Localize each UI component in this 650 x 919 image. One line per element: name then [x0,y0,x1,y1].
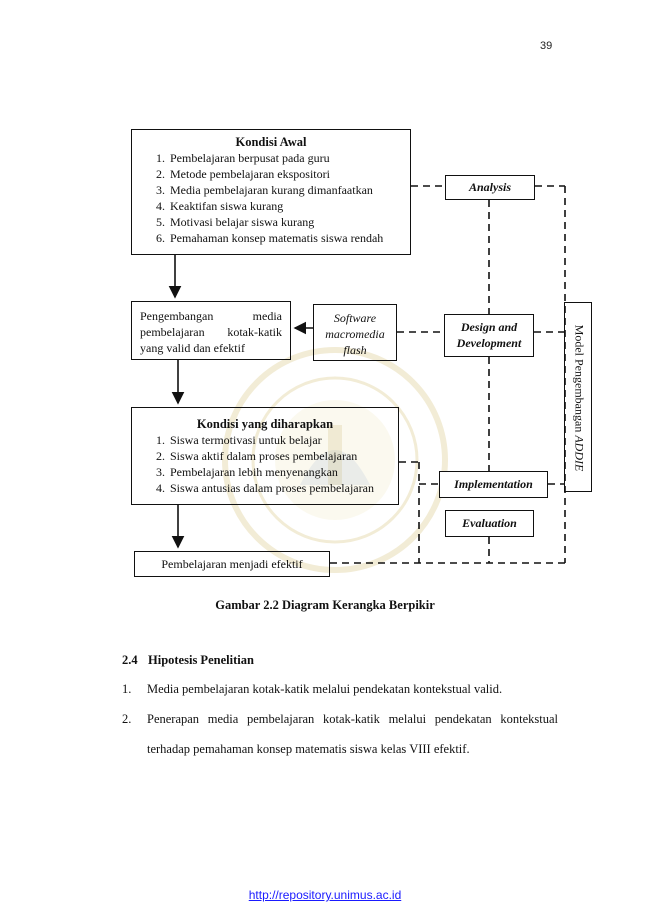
repository-link[interactable]: http://repository.unimus.ac.id [248,888,402,902]
item-text-continued: terhadap pemahaman konsep matematis sisw… [147,742,470,756]
software-line: macromedia [325,327,385,341]
software-line: Software [333,311,377,325]
model-label-emphasis: ADDIE [572,435,587,472]
phase-analysis: Analysis [445,175,535,200]
phase-implementation: Implementation [439,471,548,498]
pengembangan-box: Pengembangan media pembelajaran kotak-ka… [131,301,291,360]
kondisi-harapan-box: Kondisi yang diharapkan Siswa termotivas… [131,407,399,505]
section-number: 2.4 [122,653,138,667]
list-item: Pembelajaran berpusat pada guru [168,150,404,166]
page-number: 39 [540,40,553,52]
list-item: Siswa termotivasi untuk belajar [168,432,392,448]
section-title: Hipotesis Penelitian [148,653,254,667]
item-number: 1. [122,682,132,696]
list-item: Siswa antusias dalam proses pembelajaran [168,480,392,496]
software-box: Software macromedia flash [313,304,397,361]
figure-caption: Gambar 2.2 Diagram Kerangka Berpikir [215,598,435,612]
list-item: Siswa aktif dalam proses pembelajaran [168,448,392,464]
phase-design-development: Design and Development [444,314,534,357]
list-item: Motivasi belajar siswa kurang [168,214,404,230]
item-text: Penerapan media pembelajaran kotak-katik… [147,712,558,726]
model-addie-box: Model Pengembangan ADDIE [564,302,592,492]
software-line: flash [343,343,367,357]
item-text: Media pembelajaran kotak-katik melalui p… [147,682,503,696]
kondisi-awal-title: Kondisi Awal [235,135,307,149]
final-box: Pembelajaran menjadi efektif [134,551,330,577]
list-item: Pembelajaran lebih menyenangkan [168,464,392,480]
model-label-prefix: Model Pengembangan [572,324,587,436]
kondisi-awal-list: Pembelajaran berpusat pada guru Metode p… [138,150,404,246]
phase-evaluation: Evaluation [445,510,534,537]
phase-label: Design and [460,320,518,334]
kondisi-harapan-title: Kondisi yang diharapkan [196,417,334,431]
list-item: Pemahaman konsep matematis siswa rendah [168,230,404,246]
model-addie-label: Model Pengembangan ADDIE [572,325,587,472]
kondisi-awal-box: Kondisi Awal Pembelajaran berpusat pada … [131,129,411,255]
university-seal-watermark [222,347,448,573]
list-item: Metode pembelajaran ekspositori [168,166,404,182]
list-item: Keaktifan siswa kurang [168,198,404,214]
phase-label: Development [456,336,522,350]
item-number: 2. [122,712,132,726]
section-heading: 2.4 Hipotesis Penelitian [122,653,254,668]
kondisi-harapan-list: Siswa termotivasi untuk belajar Siswa ak… [138,432,392,496]
list-item: Media pembelajaran kurang dimanfaatkan [168,182,404,198]
footer: http://repository.unimus.ac.id [0,888,650,902]
